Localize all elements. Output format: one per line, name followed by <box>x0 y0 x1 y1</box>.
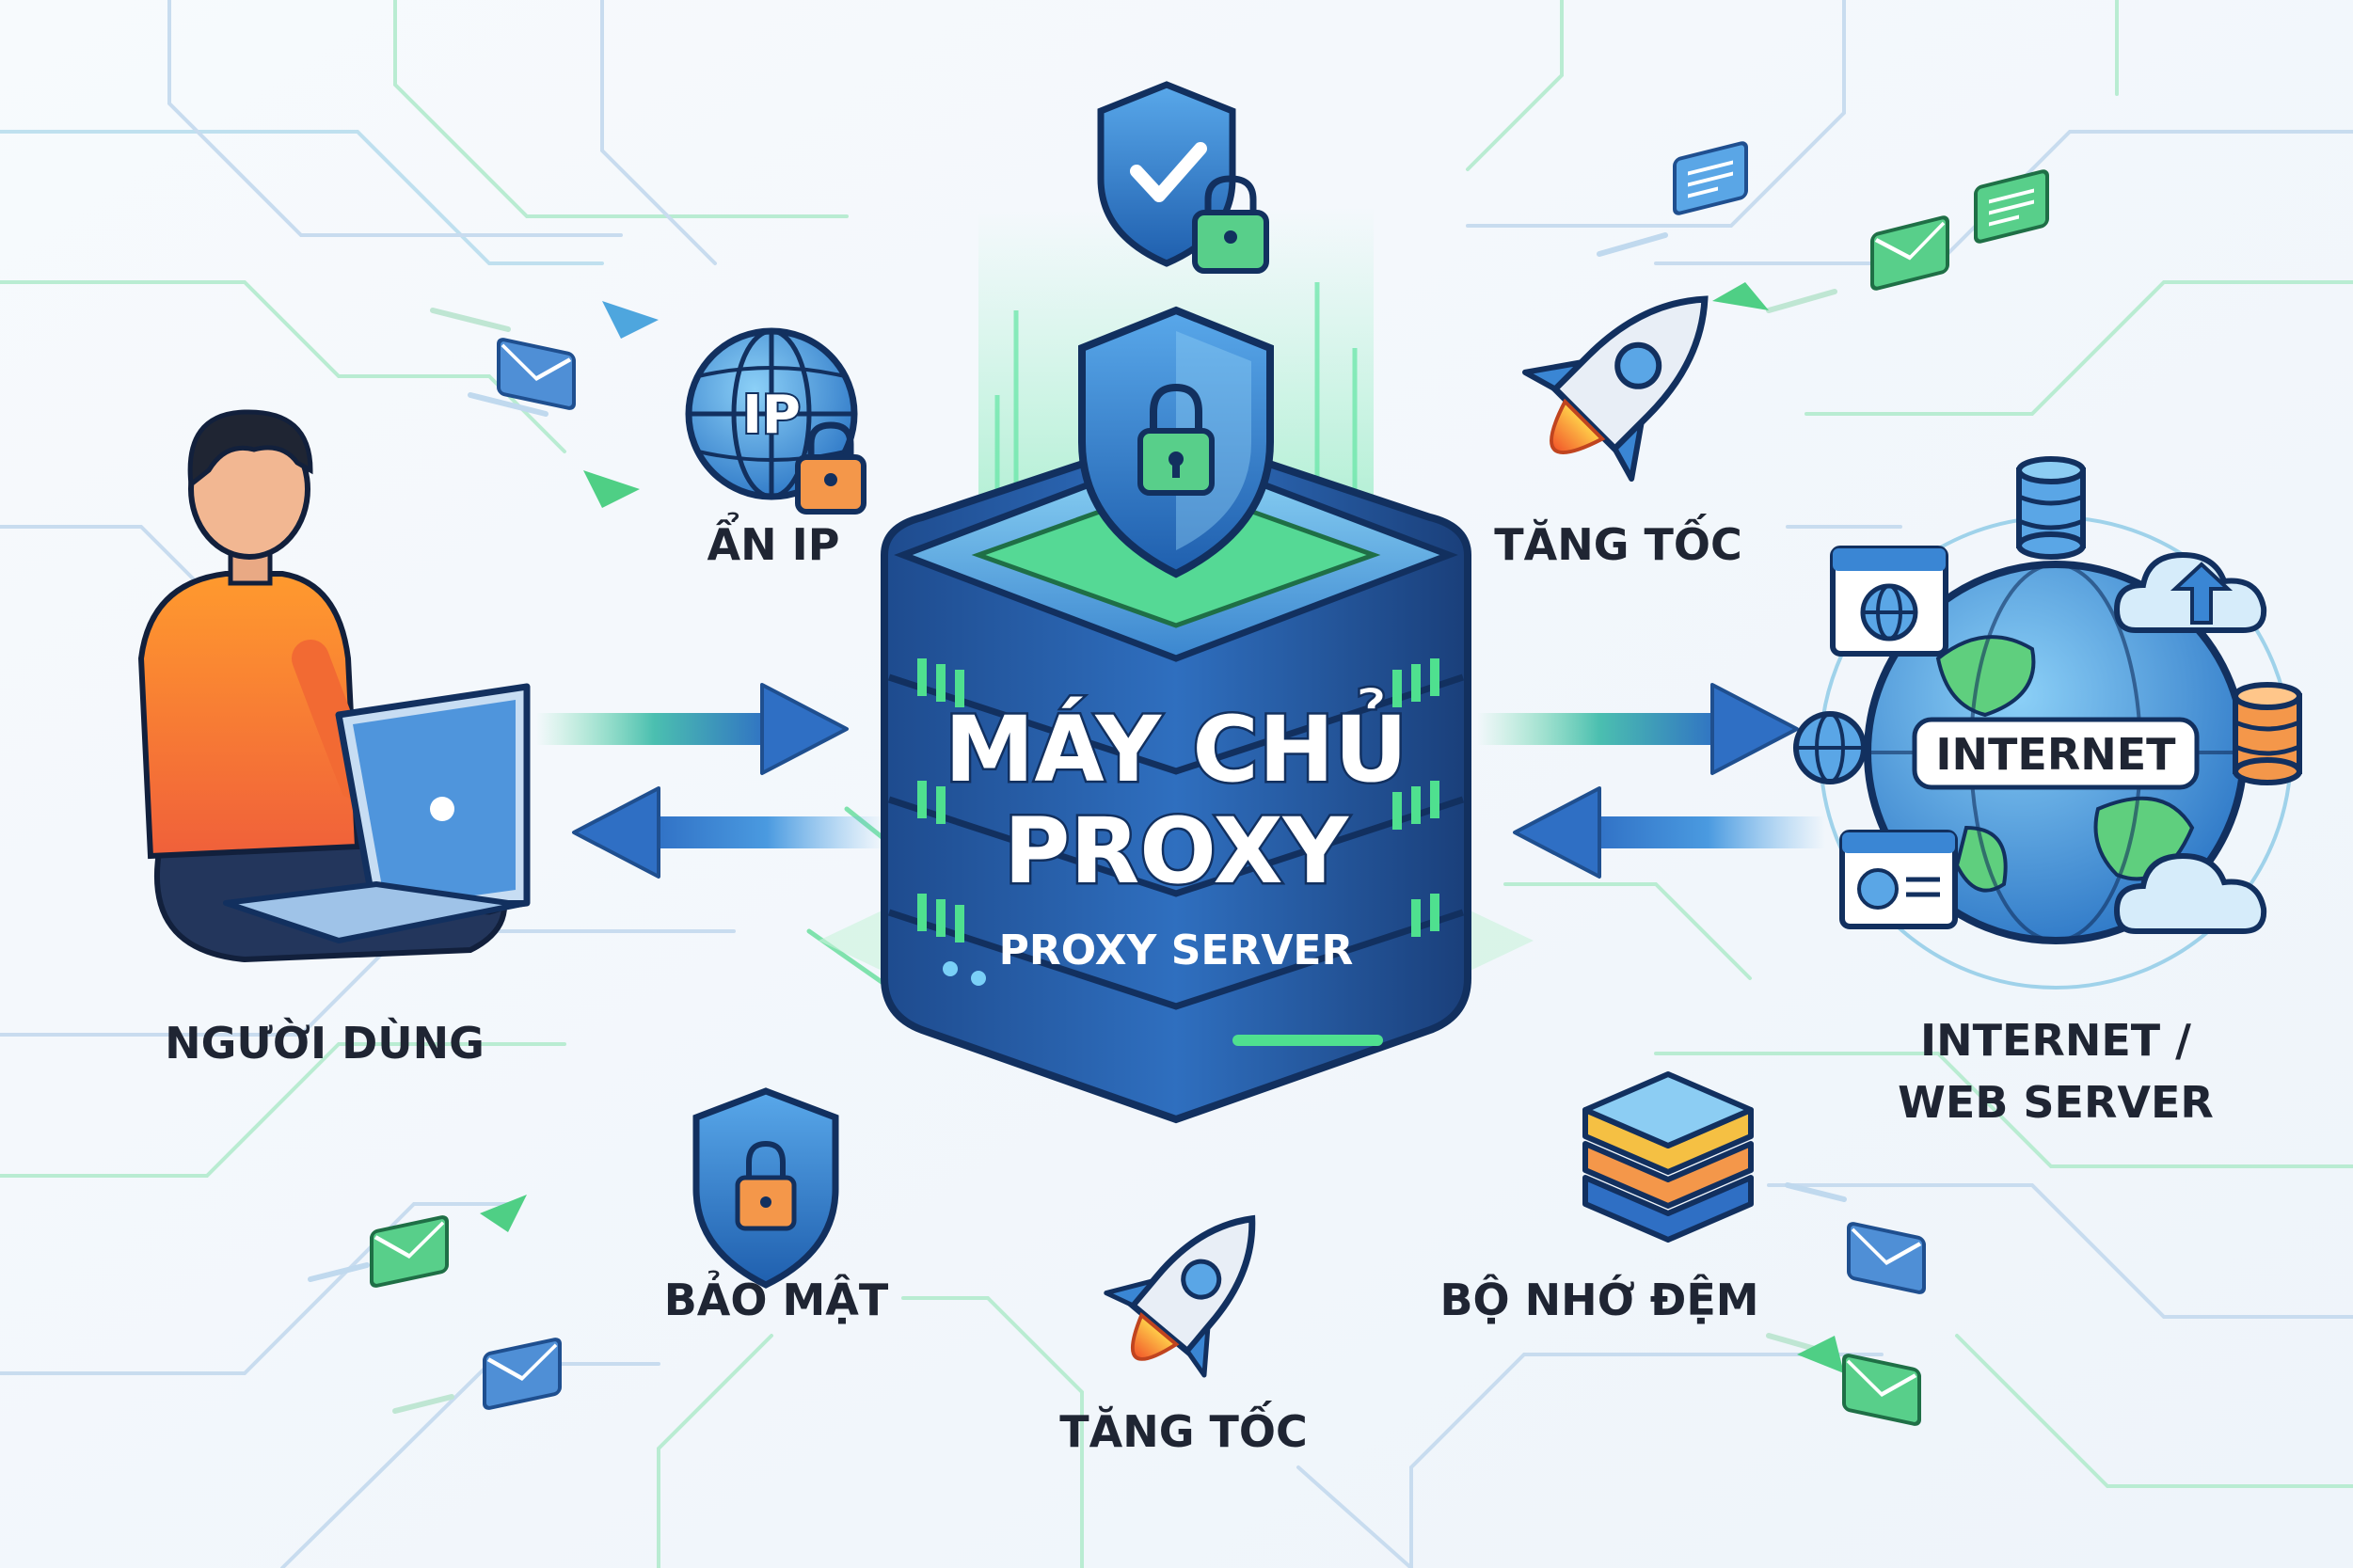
ip-badge: IP <box>742 385 801 446</box>
internet-label-line2: WEB SERVER <box>1898 1077 2214 1128</box>
server-subtitle: PROXY SERVER <box>999 927 1354 974</box>
document-packet-icon <box>1974 169 2049 244</box>
small-globe-icon <box>1793 711 1867 784</box>
feature-speed-top: TĂNG TỐC <box>1494 295 1742 570</box>
envelope-icon <box>497 338 576 410</box>
speed-bottom-label: TĂNG TỐC <box>1059 1401 1308 1457</box>
server-title-line2: PROXY <box>1004 799 1349 904</box>
speed-top-label: TĂNG TỐC <box>1494 514 1742 570</box>
shield-lock-icon <box>1078 306 1274 578</box>
server-title-line1: MÁY CHỦ <box>945 688 1407 802</box>
internet-badge-text: INTERNET <box>1935 729 2176 780</box>
user-label: NGƯỜI DÙNG <box>165 1018 485 1069</box>
laptop-icon <box>223 683 531 943</box>
user-illustration: NGƯỜI DÙNG <box>137 409 531 1069</box>
envelope-packets <box>370 141 2049 1426</box>
security-label: BẢO MẬT <box>664 1270 889 1325</box>
internet-label-line1: INTERNET / <box>1920 1015 2191 1066</box>
padlock-icon <box>795 421 866 515</box>
proxy-server: MÁY CHỦ PROXY PROXY SERVER <box>819 207 1534 1124</box>
shield-lock-icon <box>692 1087 839 1289</box>
browser-window-icon <box>1830 546 1948 657</box>
envelope-icon <box>1847 1222 1926 1294</box>
envelope-icon <box>1870 215 1949 291</box>
browser-chart-icon <box>1839 830 1958 929</box>
arrow-proxy-to-user <box>572 786 884 879</box>
arrow-user-to-proxy <box>536 683 849 775</box>
arrow-internet-to-proxy <box>1513 786 1825 879</box>
rocket-icon <box>1522 295 1709 482</box>
envelope-icon <box>483 1338 562 1410</box>
shield-check-icon <box>1097 81 1269 274</box>
cloud-icon <box>2113 852 2267 934</box>
feature-cache: BỘ NHỚ ĐỆM <box>1439 1071 1759 1325</box>
internet-cluster: INTERNET <box>1793 456 2302 1128</box>
padlock-icon <box>1192 175 1269 274</box>
envelope-icon <box>1842 1354 1921 1426</box>
document-packet-icon <box>1673 141 1748 215</box>
small-arrows <box>480 282 1844 1373</box>
internet-badge <box>1912 717 2200 790</box>
layers-stack-icon <box>1582 1071 1754 1243</box>
arrow-proxy-to-internet <box>1477 683 1799 775</box>
envelope-icon <box>370 1215 449 1288</box>
rocket-icon <box>1104 1214 1256 1378</box>
hide-ip-label: ẨN IP <box>707 512 840 570</box>
feature-security: BẢO MẬT <box>664 1087 889 1325</box>
database-icon <box>2016 456 2086 560</box>
feature-hide-ip: IP ẨN IP <box>685 327 866 570</box>
cloud-upload-icon <box>2113 551 2267 633</box>
cache-label: BỘ NHỚ ĐỆM <box>1439 1275 1758 1325</box>
database-icon <box>2233 682 2302 785</box>
feature-speed-bottom: TĂNG TỐC <box>1059 1214 1308 1457</box>
